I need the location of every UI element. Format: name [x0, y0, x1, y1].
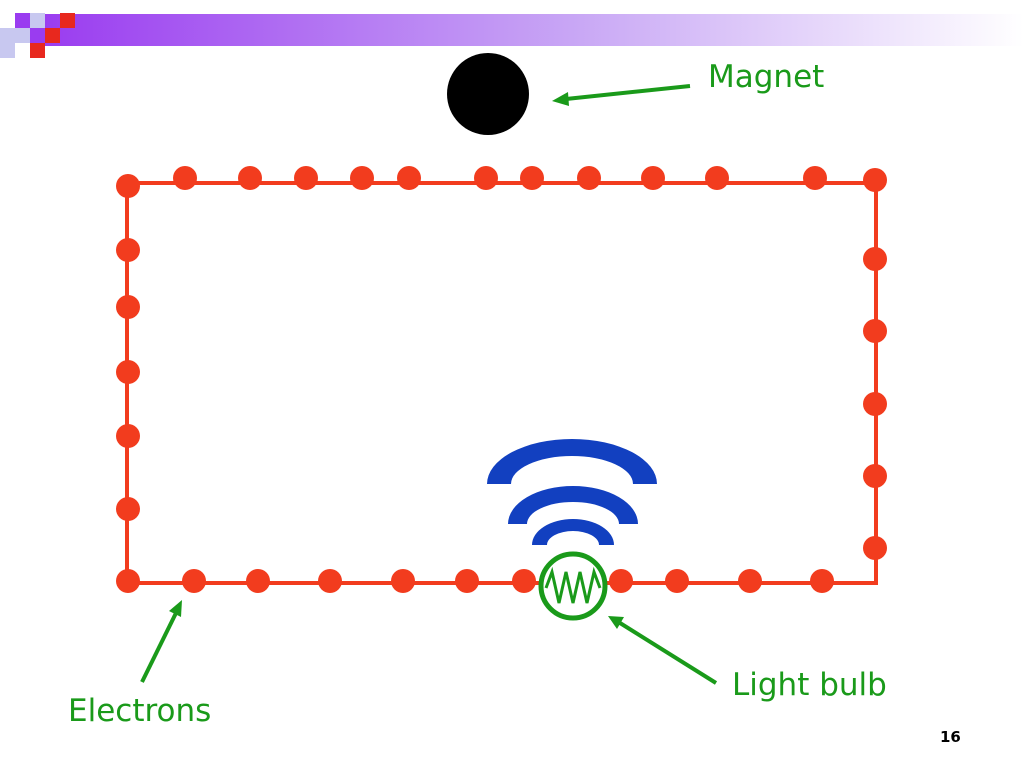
electron-dot: [318, 569, 342, 593]
electron-dot: [863, 319, 887, 343]
electron-dot: [173, 166, 197, 190]
electron-dot: [391, 569, 415, 593]
electron-dot: [520, 166, 544, 190]
light-bulb-arrow: [608, 616, 718, 685]
magnet-icon: [447, 53, 529, 135]
electron-dot: [455, 569, 479, 593]
electron-dot: [512, 569, 536, 593]
electron-dot: [116, 238, 140, 262]
electrons-label: Electrons: [68, 693, 212, 729]
electron-dot: [116, 295, 140, 319]
electron-dot: [350, 166, 374, 190]
electron-dot: [116, 497, 140, 521]
electron-dot: [116, 424, 140, 448]
electron-dot: [863, 536, 887, 560]
electron-dot: [803, 166, 827, 190]
light-bulb-label: Light bulb: [732, 667, 887, 703]
electron-dot: [238, 166, 262, 190]
electron-dot: [577, 166, 601, 190]
electron-dot: [863, 392, 887, 416]
electron-dot: [116, 360, 140, 384]
electron-dot: [863, 168, 887, 192]
electron-dot: [397, 166, 421, 190]
electron-dot: [863, 247, 887, 271]
magnet-arrow: [552, 84, 691, 106]
electron-dot: [863, 464, 887, 488]
electron-dot: [609, 569, 633, 593]
circuit-wire: [125, 181, 878, 585]
electron-dot: [246, 569, 270, 593]
electron-dot: [738, 569, 762, 593]
electron-dot: [116, 569, 140, 593]
electron-dot: [665, 569, 689, 593]
electrons-arrow: [140, 600, 182, 683]
electron-dot: [116, 174, 140, 198]
header-band: [40, 14, 1024, 46]
corner-decoration-icon: [0, 13, 75, 58]
page-number: 16: [940, 728, 961, 746]
electron-dot: [641, 166, 665, 190]
light-bulb-icon: [538, 551, 608, 621]
electron-dot: [474, 166, 498, 190]
electron-dot: [705, 166, 729, 190]
electron-dot: [182, 569, 206, 593]
electron-dot: [294, 166, 318, 190]
electrons-group: [116, 166, 887, 593]
light-waves-icon: [487, 439, 657, 545]
magnet-label: Magnet: [708, 59, 825, 95]
electron-dot: [810, 569, 834, 593]
